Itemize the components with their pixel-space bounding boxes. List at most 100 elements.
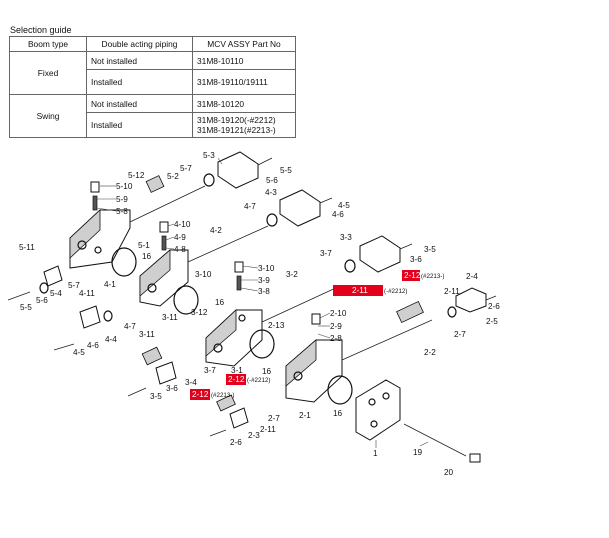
- plug-4-10: [159, 221, 169, 233]
- o-ring-16-d: [327, 375, 353, 405]
- part-label: 2-10: [330, 309, 347, 318]
- part-label: 3-6: [166, 384, 178, 393]
- plug-5-10: [90, 181, 100, 193]
- part-label: 2-9: [330, 322, 342, 331]
- table-row: Swing Not installed 31M8-10120: [9, 94, 296, 138]
- tie-rod-19: [403, 423, 467, 457]
- part-label: 4-7: [124, 322, 136, 331]
- part-label: 3-4: [185, 378, 197, 387]
- part-label: 16: [333, 409, 343, 418]
- part-label: 3-6: [410, 255, 422, 264]
- table-row: Installed 31M8-19120(-#2212) 31M8-19121(…: [10, 112, 296, 138]
- plug-2-10: [311, 313, 321, 325]
- part-label: 3-10: [195, 270, 212, 279]
- check-5-9: [92, 195, 98, 211]
- part-label: 2-5: [486, 317, 498, 326]
- part-label: 3-1: [231, 366, 243, 375]
- valve-block-3-side: [205, 309, 237, 357]
- part-label: 3-5: [150, 392, 162, 401]
- port-circle: [293, 371, 303, 381]
- boom-swing-cell: Swing: [9, 94, 87, 138]
- part-label: 16: [142, 252, 152, 261]
- highlight-box: [190, 389, 210, 400]
- valve-block-4-side: [139, 249, 171, 297]
- part-label: 4-6: [87, 341, 99, 350]
- part-label: 2-4: [466, 272, 478, 281]
- spring-5-12: [145, 175, 165, 193]
- end-cover-1: [355, 379, 401, 441]
- part-label: 3-12: [191, 308, 208, 317]
- bolt-3-5: [399, 243, 413, 250]
- bolt-5-5b: [7, 291, 31, 301]
- part-label: 2-11: [260, 425, 276, 434]
- valve-block-5-side: [69, 209, 101, 259]
- o-ring-16-a: [111, 247, 137, 277]
- part-label: 5-10: [116, 182, 133, 191]
- highlight-2-12-top: 2-12: [402, 270, 421, 281]
- piping-cell: Installed: [86, 69, 193, 95]
- part-no-cell: 31M8-19110/19111: [192, 69, 296, 95]
- part-label: 2-8: [330, 334, 342, 343]
- part-label: 5-9: [116, 195, 128, 204]
- part-label: 3-11: [162, 313, 178, 322]
- part-label: 3-5: [424, 245, 436, 254]
- port-circle: [370, 420, 378, 428]
- table-row: Installed 31M8-19110/19111: [10, 69, 296, 95]
- flange-3-4: [155, 361, 177, 385]
- bolt-4-5: [319, 197, 333, 204]
- leader-line: [167, 223, 175, 227]
- part-label: 5-6: [36, 296, 48, 305]
- part-label: 4-5: [338, 201, 350, 210]
- port-circle: [213, 343, 223, 353]
- part-label: 16: [215, 298, 225, 307]
- o-ring-16-c: [249, 329, 275, 359]
- part-label: 5-7: [180, 164, 192, 173]
- o-ring-2-7: [447, 306, 457, 318]
- bolt-5-5: [257, 157, 273, 166]
- part-label: 16: [262, 367, 272, 376]
- part-label: 2-13: [268, 321, 285, 330]
- part-label: 19: [413, 448, 423, 457]
- leader-line: [242, 265, 259, 269]
- o-ring-5-7b: [39, 282, 49, 294]
- section-4-assembly: [53, 189, 333, 351]
- highlight-2-11-mid: 2-11: [333, 285, 383, 296]
- leader-line: [240, 287, 259, 292]
- part-label: 5-11: [19, 243, 35, 252]
- nut-20: [469, 453, 481, 463]
- section-2-assembly: [209, 287, 497, 437]
- o-ring-3-7: [344, 259, 356, 273]
- part-label: 2-7: [268, 414, 280, 423]
- part-label: 5-8: [116, 207, 128, 216]
- highlight-box: [333, 285, 383, 296]
- leader-line: [319, 312, 331, 319]
- part-label: 3-9: [258, 276, 270, 285]
- section-1-end-cover: [355, 379, 481, 463]
- spool-4-2: [187, 225, 269, 263]
- selection-guide-table: Boom type Double acting piping MCV ASSY …: [9, 36, 296, 138]
- highlight-code: 2-12: [404, 271, 421, 280]
- highlight-note: (#2213-): [211, 392, 234, 399]
- leader-line: [96, 207, 117, 212]
- part-label: 3-10: [258, 264, 275, 273]
- cap-2-4: [455, 287, 487, 313]
- part-label: 1: [373, 449, 378, 458]
- part-label: 3-8: [258, 287, 270, 296]
- part-label: 5-6: [266, 176, 278, 185]
- part-label: 2-1: [299, 411, 311, 420]
- highlight-note: (-#2212): [384, 288, 407, 295]
- part-label: 2-2: [424, 348, 436, 357]
- part-no-line: 31M8-19120(-#2212): [197, 115, 276, 125]
- highlight-code: 2-11: [352, 286, 368, 295]
- valve-block-2-side: [285, 339, 317, 387]
- piping-cell: Installed: [86, 112, 193, 138]
- spool-5-2: [129, 185, 206, 223]
- part-label: 5-7: [68, 281, 80, 290]
- part-label: 4-2: [210, 226, 222, 235]
- o-ring-5-7: [203, 173, 215, 187]
- part-label: 4-7: [244, 202, 256, 211]
- part-label: 5-4: [50, 289, 62, 298]
- part-label: 5-3: [203, 151, 215, 160]
- bolt-2-5: [485, 295, 497, 301]
- part-label: 5-5: [20, 303, 32, 312]
